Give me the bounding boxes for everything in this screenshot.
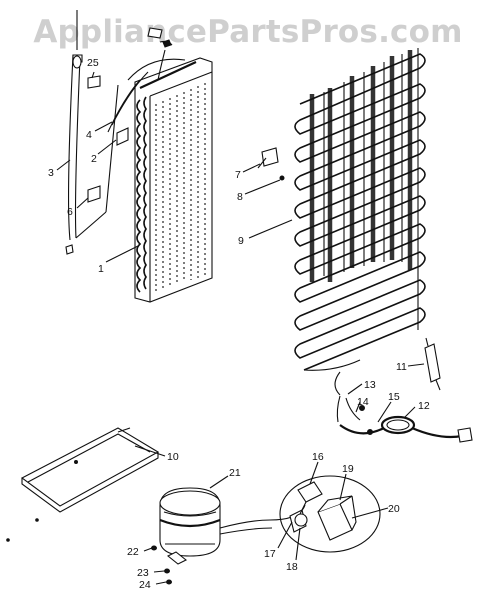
callout-2: 2: [91, 153, 97, 165]
terminal-block-part-2: [116, 127, 129, 146]
relay-assembly: [279, 475, 381, 553]
clip-part-24: [166, 579, 172, 585]
callout-4: 4: [86, 129, 92, 141]
screw-part-8: [279, 175, 285, 181]
callout-22: 22: [127, 546, 139, 558]
leader-lines: [56, 71, 425, 585]
wire-harness-parts-13-15: [336, 395, 373, 435]
callout-7: 7: [235, 169, 241, 181]
callout-14: 14: [357, 396, 369, 408]
callout-25: 25: [87, 57, 99, 69]
filter-drier-part-11: [424, 337, 441, 391]
compressor-part-21: [159, 487, 306, 565]
grommet-part-22: [151, 545, 157, 551]
callout-1: 1: [98, 263, 104, 275]
callout-21: 21: [229, 467, 241, 479]
screw-stray: [6, 518, 39, 542]
callout-20: 20: [388, 503, 400, 515]
condenser-clamp-part-7: [257, 147, 279, 169]
condenser-coil: [294, 48, 426, 396]
callout-19: 19: [342, 463, 354, 475]
callout-17: 17: [264, 548, 276, 560]
sleeve-part-23: [164, 568, 170, 574]
power-cord-part-12: [339, 415, 473, 443]
watermark-text: AppliancePartsPros.com: [33, 14, 463, 50]
callout-12: 12: [418, 400, 430, 412]
callout-9: 9: [238, 235, 244, 247]
callout-24: 24: [139, 579, 151, 591]
defrost-heater-loop: [67, 10, 119, 241]
access-cover-part-10: [20, 427, 160, 513]
callout-16: 16: [312, 451, 324, 463]
callout-18: 18: [286, 561, 298, 573]
heater-lead-wire: [107, 71, 149, 133]
callout-8: 8: [237, 191, 243, 203]
callout-11: 11: [396, 361, 407, 373]
loop-end-clip: [65, 244, 74, 255]
callout-10: 10: [167, 451, 179, 463]
callout-15: 15: [388, 391, 400, 403]
callout-6: 6: [67, 206, 73, 218]
terminal-block-part-6: [87, 185, 101, 203]
terminal-block-part-25: [87, 75, 101, 89]
callout-13: 13: [364, 379, 376, 391]
callout-3: 3: [48, 167, 54, 179]
callout-23: 23: [137, 567, 149, 579]
tube-clip-top: [147, 27, 172, 48]
